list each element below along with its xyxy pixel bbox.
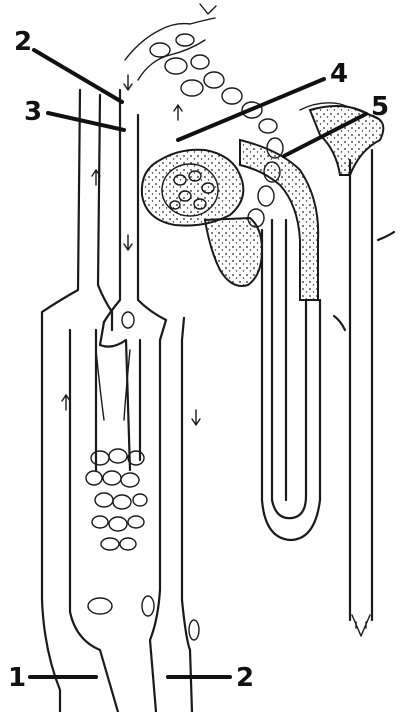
label-2-bottom: 2 bbox=[236, 663, 254, 693]
glomerulus bbox=[142, 150, 244, 226]
label-4: 4 bbox=[330, 59, 348, 89]
label-3: 3 bbox=[24, 97, 42, 127]
label-5: 5 bbox=[371, 92, 389, 122]
collecting-duct bbox=[334, 150, 394, 636]
left-main-vessel bbox=[42, 90, 118, 712]
leader-2-top bbox=[34, 50, 122, 102]
label-2-top: 2 bbox=[14, 27, 32, 57]
flow-arrows bbox=[62, 75, 200, 425]
leader-3 bbox=[48, 113, 124, 130]
label-1: 1 bbox=[8, 663, 26, 693]
